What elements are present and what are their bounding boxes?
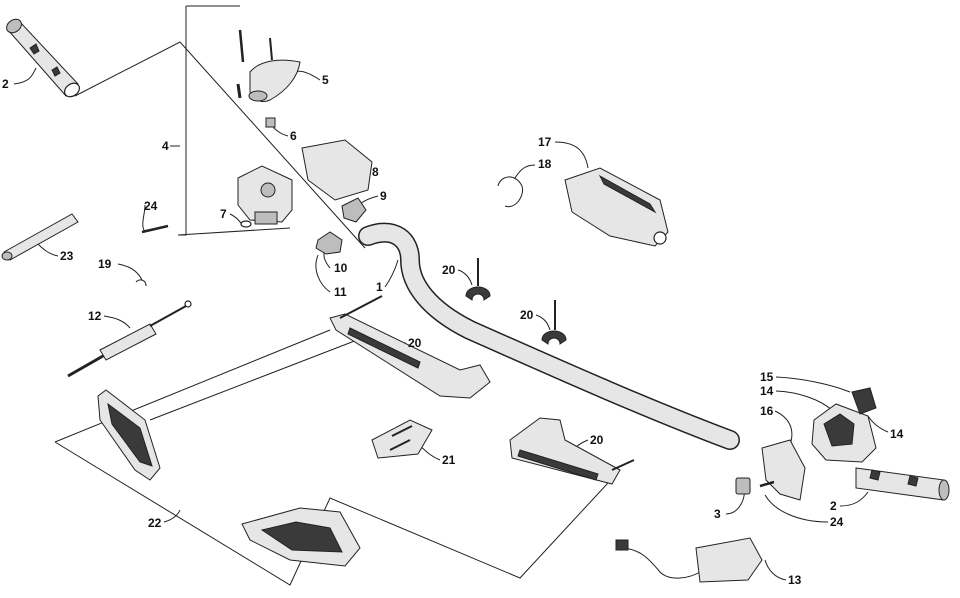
washer-7	[240, 220, 252, 228]
callout-12: 12	[88, 309, 102, 323]
callout-24b: 24	[830, 515, 844, 529]
leader-2b	[839, 491, 869, 507]
leader-11	[315, 254, 331, 293]
bar-23	[1, 213, 79, 261]
callout-11: 11	[334, 285, 347, 299]
callout-23: 23	[60, 249, 74, 263]
callout-10: 10	[334, 261, 348, 275]
hand-guard-17	[564, 167, 669, 247]
callout-17: 17	[538, 135, 552, 149]
grip-left	[6, 18, 81, 98]
spacer-3	[735, 477, 751, 495]
callout-21: 21	[442, 453, 456, 467]
screw-24a	[141, 224, 169, 234]
leader-9	[359, 195, 379, 205]
leader-14a	[775, 390, 833, 411]
plate-21	[371, 419, 433, 459]
leader-17	[554, 141, 589, 169]
leader-19	[117, 263, 143, 281]
callout-9: 9	[380, 189, 387, 203]
callout-24a: 24	[144, 199, 158, 213]
leader-12	[103, 315, 131, 329]
callout-2b: 2	[830, 499, 837, 513]
guard-line-a	[54, 329, 331, 443]
callout-14b: 14	[890, 427, 904, 441]
leader-24b	[764, 494, 829, 523]
switch-9	[341, 197, 367, 223]
callout-15: 15	[760, 370, 774, 384]
screw-24b	[759, 480, 775, 488]
cover-8	[301, 139, 373, 201]
callout-20c: 20	[408, 336, 422, 350]
callout-13: 13	[788, 573, 802, 587]
switch-housing-14	[811, 403, 877, 463]
throttle-housing	[237, 165, 293, 225]
callout-3: 3	[714, 507, 721, 521]
cable-12	[67, 300, 192, 378]
callout-labels: 2 5 6 4 8 9 24 7 17 18 23 19 10 11 20 1 …	[2, 73, 904, 587]
leader-14b	[867, 415, 889, 433]
leader-20a	[457, 269, 473, 286]
leader-1	[384, 259, 399, 288]
callout-22: 22	[148, 516, 162, 530]
leader-2a	[13, 67, 37, 85]
clip-18	[497, 176, 524, 208]
guard-22-lower	[241, 507, 361, 567]
clip-19	[135, 279, 147, 287]
nut-6	[265, 117, 276, 128]
callout-2a: 2	[2, 77, 9, 91]
handlebar-1	[358, 222, 740, 450]
callout-16: 16	[760, 404, 774, 418]
heater-13	[615, 537, 763, 583]
callout-20d: 20	[590, 433, 604, 447]
leader-5	[294, 70, 321, 81]
bar-clamp-20b	[541, 300, 567, 345]
riser-20d	[509, 417, 635, 485]
leader-13	[764, 559, 787, 581]
riser-20c	[329, 295, 491, 399]
leader-15	[775, 376, 851, 393]
callout-5: 5	[322, 73, 329, 87]
bracket-4	[178, 6, 187, 236]
leader-21	[419, 445, 441, 461]
callout-8: 8	[372, 165, 379, 179]
leader-18	[514, 164, 536, 179]
callout-18: 18	[538, 157, 552, 171]
throttle-lever	[236, 29, 301, 103]
grip-right	[855, 467, 950, 501]
callout-4: 4	[162, 139, 169, 153]
plate-16	[761, 439, 806, 501]
callout-14a: 14	[760, 384, 774, 398]
leader-23	[37, 243, 59, 257]
bar-clamp-20a	[465, 258, 491, 301]
leader-20b	[535, 314, 551, 331]
callout-7: 7	[220, 207, 227, 221]
clamp-10	[315, 231, 343, 255]
callout-1: 1	[376, 280, 383, 294]
callout-20b: 20	[520, 308, 534, 322]
guard-line-b	[54, 441, 621, 586]
leader-22	[163, 509, 181, 523]
grip-to-housing-line	[74, 41, 366, 249]
group-boundary-lines	[54, 5, 621, 586]
callout-6: 6	[290, 129, 297, 143]
callout-20a: 20	[442, 263, 456, 277]
guard-line-c	[149, 334, 371, 421]
switch-15	[851, 387, 877, 415]
callout-19: 19	[98, 257, 112, 271]
guard-22-upper	[97, 389, 161, 481]
leader-24a	[142, 204, 146, 233]
bracket-4-bottom	[177, 227, 291, 236]
